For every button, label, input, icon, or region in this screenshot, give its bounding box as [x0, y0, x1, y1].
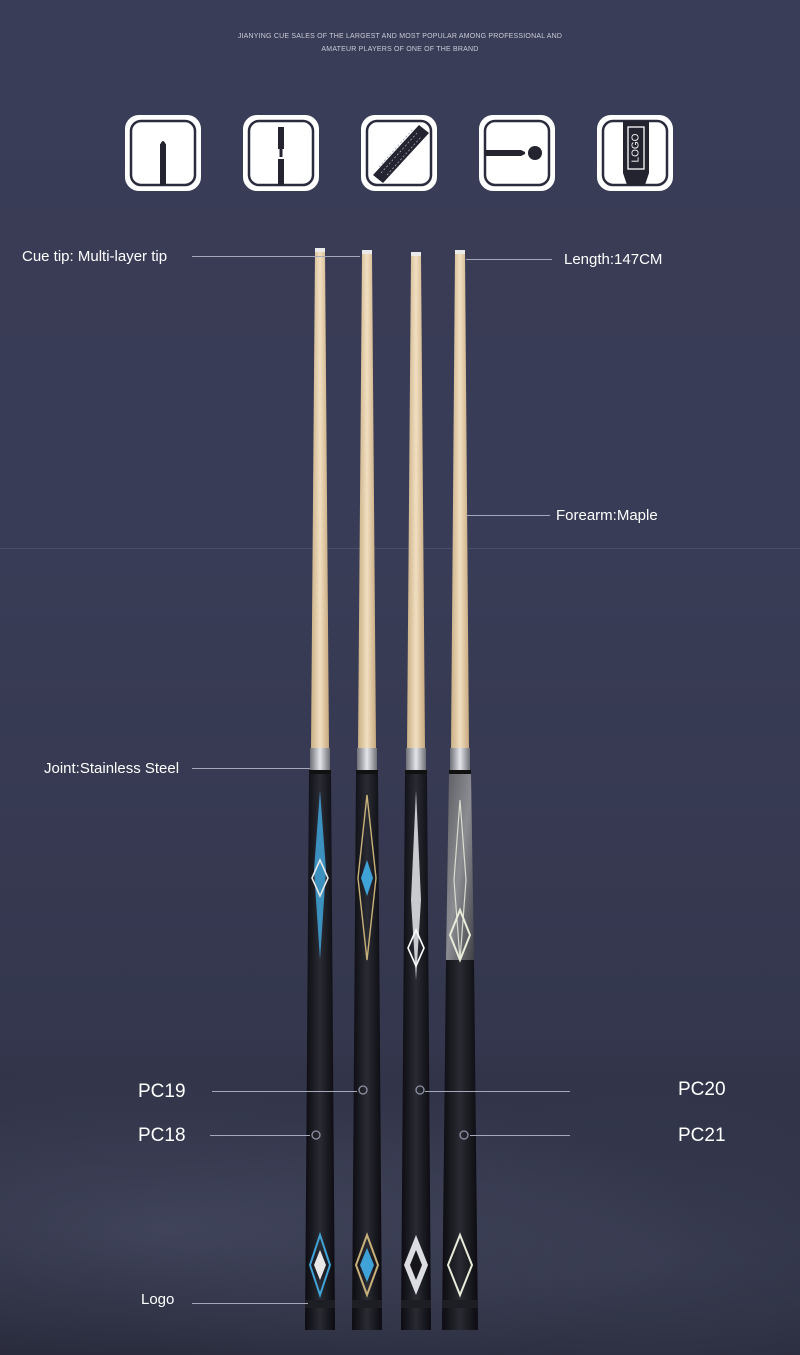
- cue-pc19: [352, 250, 382, 1330]
- cue-pc18: [305, 248, 335, 1330]
- logo-label: Logo: [141, 1291, 175, 1308]
- cue-pc21: [442, 250, 478, 1330]
- model-pc19-label: PC19: [138, 1081, 186, 1102]
- cue-tip-label: Cue tip: Multi-layer tip: [22, 248, 168, 265]
- background-fog: [0, 1040, 800, 1355]
- model-pc21-label: PC21: [678, 1125, 726, 1146]
- cue-tip-icon: [125, 115, 201, 191]
- pc18-callout-line: [210, 1135, 310, 1136]
- pc21-callout-line: [470, 1135, 570, 1136]
- joint-icon: [243, 115, 319, 191]
- logo-butt-icon: LOGO: [597, 115, 673, 191]
- pc20-callout-line: [425, 1091, 570, 1092]
- brand-header-line-1: JIANYING CUE SALES OF THE LARGEST AND MO…: [237, 33, 563, 40]
- logo-callout-line: [192, 1303, 308, 1304]
- feature-icons: LOGO: [0, 115, 800, 195]
- length-label: Length:147CM: [564, 251, 663, 268]
- pc19-callout-line: [212, 1091, 357, 1092]
- forearm-wood-icon: [361, 115, 437, 191]
- logo-icon-text: LOGO: [631, 133, 642, 162]
- brand-header-line-2: AMATEUR PLAYERS OF ONE OF THE BRAND: [321, 46, 479, 53]
- forearm-label: Forearm:Maple: [556, 507, 658, 524]
- length-callout-line: [466, 259, 552, 260]
- joint-label: Joint:Stainless Steel: [44, 760, 180, 777]
- joint-callout-line: [192, 768, 310, 769]
- model-pc18-label: PC18: [138, 1125, 186, 1146]
- cue-ball-icon: [479, 115, 555, 191]
- section-divider: [0, 548, 800, 549]
- cue-pc20: [401, 252, 431, 1330]
- model-pc20-label: PC20: [678, 1079, 726, 1100]
- forearm-callout-line: [466, 515, 550, 516]
- cue-tip-callout-line: [192, 256, 360, 257]
- brand-header: JIANYING CUE SALES OF THE LARGEST AND MO…: [0, 30, 800, 56]
